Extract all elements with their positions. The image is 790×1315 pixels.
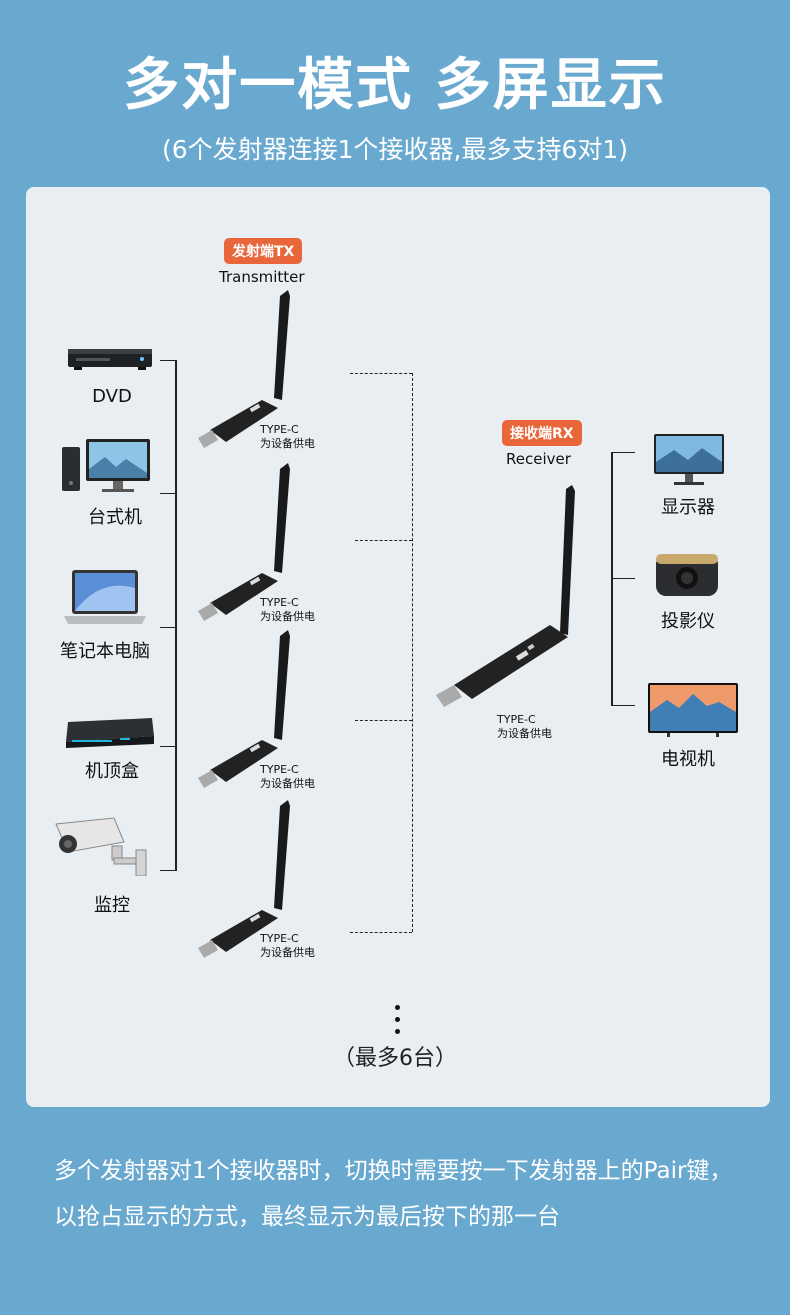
tx3-port-type: TYPE-C (260, 763, 299, 776)
source-label-laptop: 笔记本电脑 (60, 641, 150, 662)
output-tick-2 (611, 578, 635, 579)
monitor-icon (652, 432, 726, 492)
source-label-settopbox: 机顶盒 (85, 761, 139, 782)
source-tick-1 (160, 360, 177, 361)
page-title: 多对一模式 多屏显示 (123, 53, 667, 118)
rx-badge: 接收端RX (502, 420, 582, 446)
rx-port-desc: 为设备供电 (497, 727, 552, 740)
tx-link-3 (355, 720, 412, 721)
more-dots-icon (395, 1005, 403, 1041)
rx-name: Receiver (506, 450, 571, 468)
tx1-port-desc: 为设备供电 (260, 437, 315, 450)
output-label-monitor: 显示器 (661, 497, 715, 518)
transmitter-dongle-1 (190, 290, 330, 465)
source-label-dvd: DVD (92, 386, 132, 407)
source-tick-4 (160, 746, 177, 747)
source-bracket-vertical (175, 360, 177, 870)
source-label-desktop: 台式机 (88, 507, 142, 528)
desktop-computer-icon (60, 437, 155, 501)
tx2-port-desc: 为设备供电 (260, 610, 315, 623)
tx4-port-desc: 为设备供电 (260, 946, 315, 959)
tx-badge: 发射端TX (224, 238, 303, 264)
output-label-tv: 电视机 (661, 749, 715, 770)
output-label-projector: 投影仪 (661, 611, 715, 632)
source-label-camera: 监控 (94, 895, 130, 916)
dvd-player-icon (66, 345, 156, 377)
source-tick-5 (160, 870, 177, 871)
tx1-port-type: TYPE-C (260, 423, 299, 436)
page-subtitle: (6个发射器连接1个接收器,最多支持6对1) (161, 135, 629, 164)
set-top-box-icon (62, 714, 158, 754)
tx-link-1 (350, 373, 412, 374)
output-tick-3 (611, 705, 635, 706)
tx-name: Transmitter (219, 268, 305, 286)
transmitter-dongle-3 (190, 630, 330, 805)
tx-link-2 (355, 540, 412, 541)
security-camera-icon (50, 816, 150, 880)
source-tick-2 (160, 493, 177, 494)
max-count-note: （最多6台） (333, 1046, 457, 1071)
tx-link-4 (350, 932, 412, 933)
tx4-port-type: TYPE-C (260, 932, 299, 945)
receiver-dongle (430, 485, 580, 719)
tx-link-bracket (412, 373, 413, 932)
description-text: 多个发射器对1个接收器时，切换时需要按一下发射器上的Pair键，以抢占显示的方式… (54, 1158, 733, 1230)
source-tick-3 (160, 627, 177, 628)
diagram-panel (26, 187, 770, 1107)
tv-icon (647, 682, 739, 742)
transmitter-dongle-4 (190, 800, 330, 975)
laptop-icon (60, 568, 150, 632)
transmitter-dongle-2 (190, 463, 330, 638)
tx2-port-type: TYPE-C (260, 596, 299, 609)
rx-port-type: TYPE-C (497, 713, 536, 726)
tx3-port-desc: 为设备供电 (260, 777, 315, 790)
projector-icon (652, 548, 722, 604)
output-tick-1 (611, 452, 635, 453)
